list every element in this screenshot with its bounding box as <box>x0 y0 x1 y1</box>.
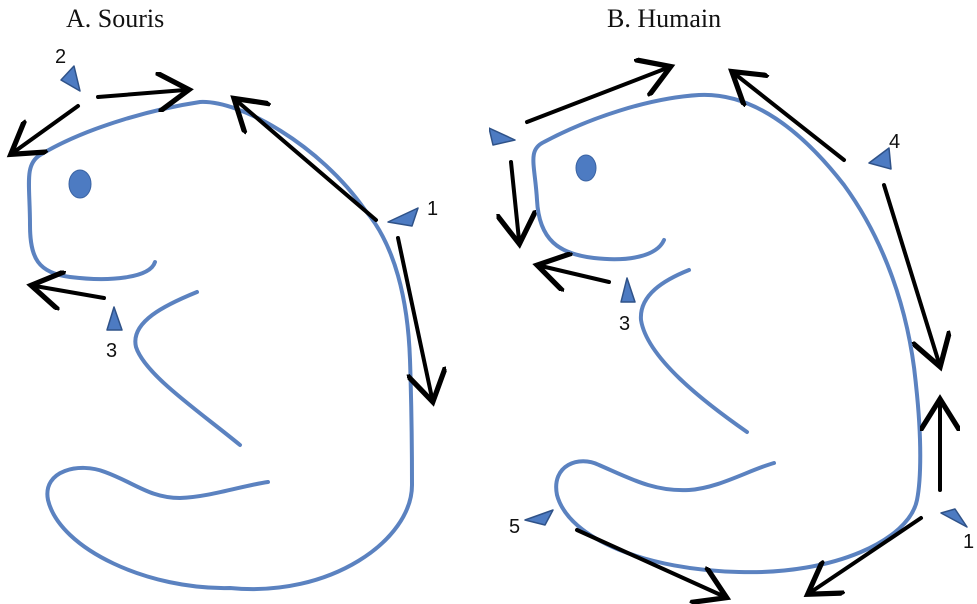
marker-humain-1 <box>941 509 967 527</box>
arrow-humain-3-left <box>541 266 609 282</box>
arrow-humain-4-up <box>735 74 844 160</box>
marker-humain-4 <box>869 148 891 169</box>
marker-label-humain-5: 5 <box>509 516 520 538</box>
marker-souris-2 <box>61 66 80 91</box>
marker-label-humain-1: 1 <box>963 531 974 553</box>
arrow-humain-2-down <box>511 162 519 240</box>
marker-label-souris-2: 2 <box>55 46 66 68</box>
arrow-souris-2-right <box>98 90 185 97</box>
marker-label-humain-3: 3 <box>619 313 630 335</box>
limb-curve-humain <box>641 270 747 432</box>
marker-humain-2 <box>489 128 515 145</box>
arrow-humain-5-right <box>577 530 723 596</box>
marker-humain-3 <box>621 278 635 302</box>
eye-humain <box>576 155 596 181</box>
arrow-souris-2-left <box>14 106 78 152</box>
arrow-souris-3-left <box>35 286 104 298</box>
marker-label-souris-3: 3 <box>106 340 117 362</box>
limb-curve-souris <box>135 292 240 445</box>
arrow-souris-1-up <box>237 101 376 220</box>
marker-souris-3 <box>107 307 122 330</box>
arrow-souris-1-down <box>398 238 432 398</box>
marker-label-souris-1: 1 <box>427 198 438 220</box>
arrow-humain-1-left <box>811 518 921 592</box>
marker-humain-5 <box>525 510 553 525</box>
marker-souris-1 <box>388 208 418 226</box>
panel-souris: A. Souris 1 2 3 <box>0 0 488 604</box>
marker-label-humain-4: 4 <box>889 131 900 153</box>
diagram-souris: 1 2 3 <box>0 0 488 604</box>
panel-humain: B. Humain 2 3 4 1 5 <box>489 0 977 604</box>
eye-souris <box>69 170 91 198</box>
arrow-humain-2-right <box>527 68 667 122</box>
diagram-humain: 2 3 4 1 5 <box>489 0 977 604</box>
